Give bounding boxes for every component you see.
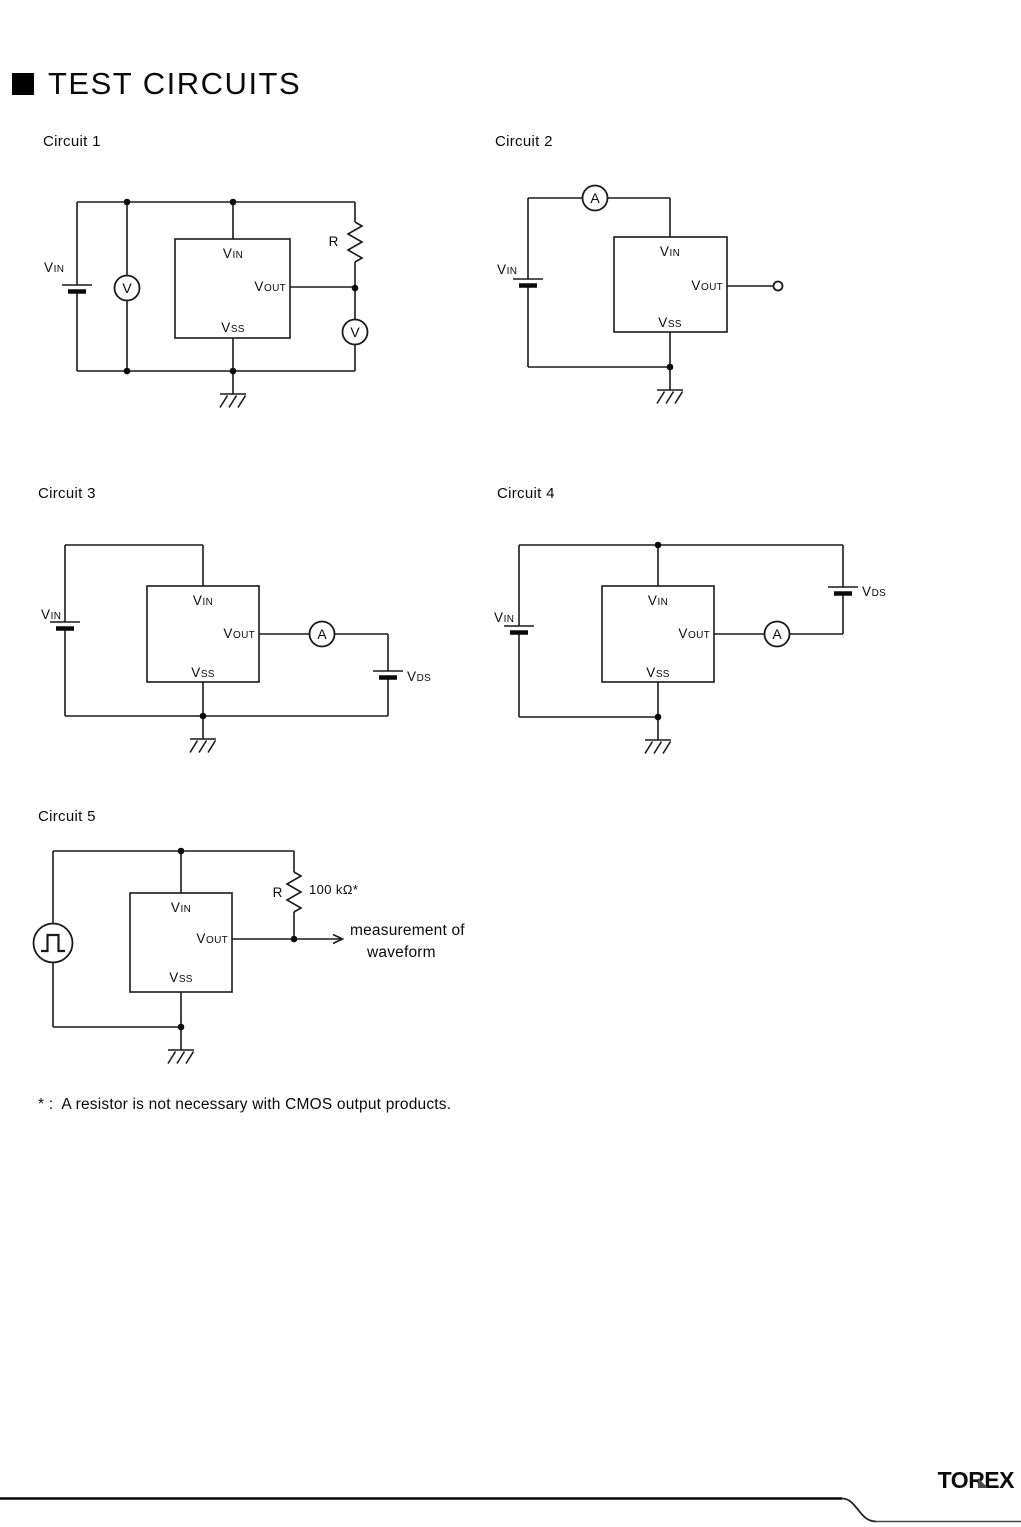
source-label: VIN <box>44 260 64 275</box>
logo-triangle-icon <box>978 1478 988 1488</box>
circuit-1-caption: Circuit 1 <box>43 133 101 150</box>
pin-label-vout: VOUT <box>678 626 710 641</box>
heading-square-bullet-icon <box>12 73 34 95</box>
annotation-line-1: measurement of <box>350 922 465 939</box>
ammeter-icon <box>581 184 609 212</box>
page-heading: TEST CIRCUITS <box>12 66 301 102</box>
circuit-3-diagram: VIN A VDS VIN VOUT VSS <box>41 544 431 753</box>
footnote: * : A resistor is not necessary with CMO… <box>38 1096 452 1113</box>
resistor-label: R <box>273 885 283 900</box>
pin-label-vin: VIN <box>648 593 668 608</box>
circuit-1-wires <box>62 201 364 394</box>
voltmeter-input-icon <box>113 274 141 302</box>
voltmeter-letter: V <box>350 324 360 340</box>
ic-block <box>601 585 715 683</box>
circuit-3-caption: Circuit 3 <box>38 485 96 502</box>
open-terminal-icon <box>772 280 784 292</box>
circuit-4-wires <box>504 544 858 740</box>
ground-symbol <box>656 389 684 404</box>
pin-label-vout: VOUT <box>196 931 228 946</box>
pulse-waveform-glyph <box>41 933 65 953</box>
source-label: VIN <box>41 607 61 622</box>
pin-label-vin: VIN <box>223 246 243 261</box>
pin-label-vout: VOUT <box>691 278 723 293</box>
circuit-2-wires <box>513 197 774 390</box>
load-source-label: VDS <box>407 669 431 684</box>
ic-block <box>146 585 260 683</box>
voltmeter-letter: V <box>122 280 132 296</box>
pulse-generator-icon <box>32 922 74 964</box>
page-title: TEST CIRCUITS <box>48 66 302 101</box>
circuit-2-caption: Circuit 2 <box>495 133 553 150</box>
circuit-2-diagram: VIN A VIN VOUT VSS <box>497 184 784 404</box>
pin-label-vout: VOUT <box>223 626 255 641</box>
ic-block <box>174 238 291 339</box>
load-source-label: VDS <box>862 584 886 599</box>
ic-block <box>129 892 233 993</box>
circuit-5-wires <box>52 850 341 1050</box>
page-footer: TOREX <box>0 1467 1021 1523</box>
voltmeter-output-icon <box>341 318 369 346</box>
ammeter-letter: A <box>317 626 327 642</box>
circuit-1-diagram: VIN V V R VIN VOUT VSS <box>44 198 369 408</box>
circuit-4-diagram: VIN A VDS VIN VOUT VSS <box>494 541 886 754</box>
pin-label-vss: VSS <box>658 315 682 330</box>
source-label: VIN <box>494 610 514 625</box>
pin-label-vin: VIN <box>193 593 213 608</box>
ground-symbol <box>167 1049 195 1064</box>
circuit-4-caption: Circuit 4 <box>497 485 555 502</box>
pin-label-vss: VSS <box>169 970 193 985</box>
pin-label-vin: VIN <box>171 900 191 915</box>
ground-symbol <box>189 738 217 753</box>
pin-label-vout: VOUT <box>254 279 286 294</box>
source-label: VIN <box>497 262 517 277</box>
resistor-label: R <box>329 234 339 249</box>
circuit-5-diagram: R 100 kΩ* measurement of waveform VIN VO… <box>32 847 465 1064</box>
ammeter-icon <box>763 620 791 648</box>
pin-label-vss: VSS <box>191 665 215 680</box>
footer-rule-curve <box>841 1497 877 1523</box>
ammeter-icon <box>308 620 336 648</box>
circuit-5-caption: Circuit 5 <box>38 808 96 825</box>
pin-label-vin: VIN <box>660 244 680 259</box>
resistor-value: 100 kΩ* <box>309 882 358 897</box>
ammeter-letter: A <box>590 190 600 206</box>
brand-wordmark: TOREX <box>938 1467 1015 1493</box>
ground-symbol <box>644 739 672 754</box>
pin-label-vss: VSS <box>221 320 245 335</box>
torex-logo: TOREX <box>938 1467 1016 1493</box>
arrowhead-icon <box>332 933 345 945</box>
ic-block <box>613 236 728 333</box>
circuit-3-wires <box>50 544 403 739</box>
pin-label-vss: VSS <box>646 665 670 680</box>
annotation-line-2: waveform <box>366 944 436 961</box>
ground-symbol <box>219 393 247 408</box>
ammeter-letter: A <box>772 626 782 642</box>
